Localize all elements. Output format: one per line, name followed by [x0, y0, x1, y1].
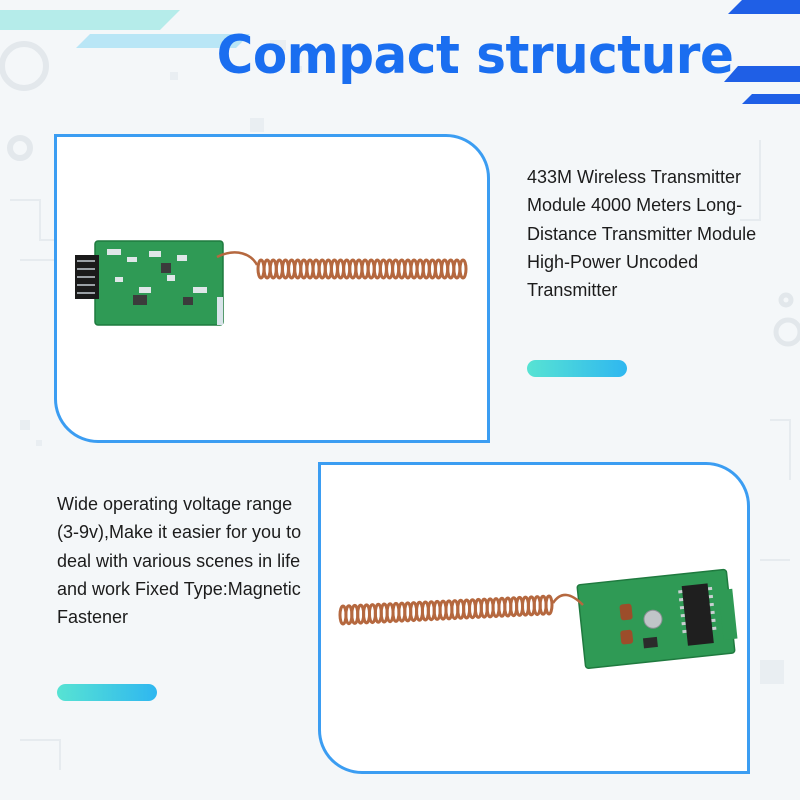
description-2: Wide operating voltage range (3-9v),Make… — [57, 494, 302, 628]
product-image-panel-1 — [54, 134, 490, 443]
accent-bar-1 — [527, 360, 627, 377]
product-image-panel-2 — [318, 462, 750, 774]
transmitter-module-photo-angled — [338, 568, 738, 669]
page-title: Compact structure — [216, 24, 734, 86]
transmitter-module-photo-horizontal — [75, 240, 468, 326]
description-1: 433M Wireless Transmitter Module 4000 Me… — [527, 167, 757, 301]
accent-bar-2 — [57, 684, 157, 701]
